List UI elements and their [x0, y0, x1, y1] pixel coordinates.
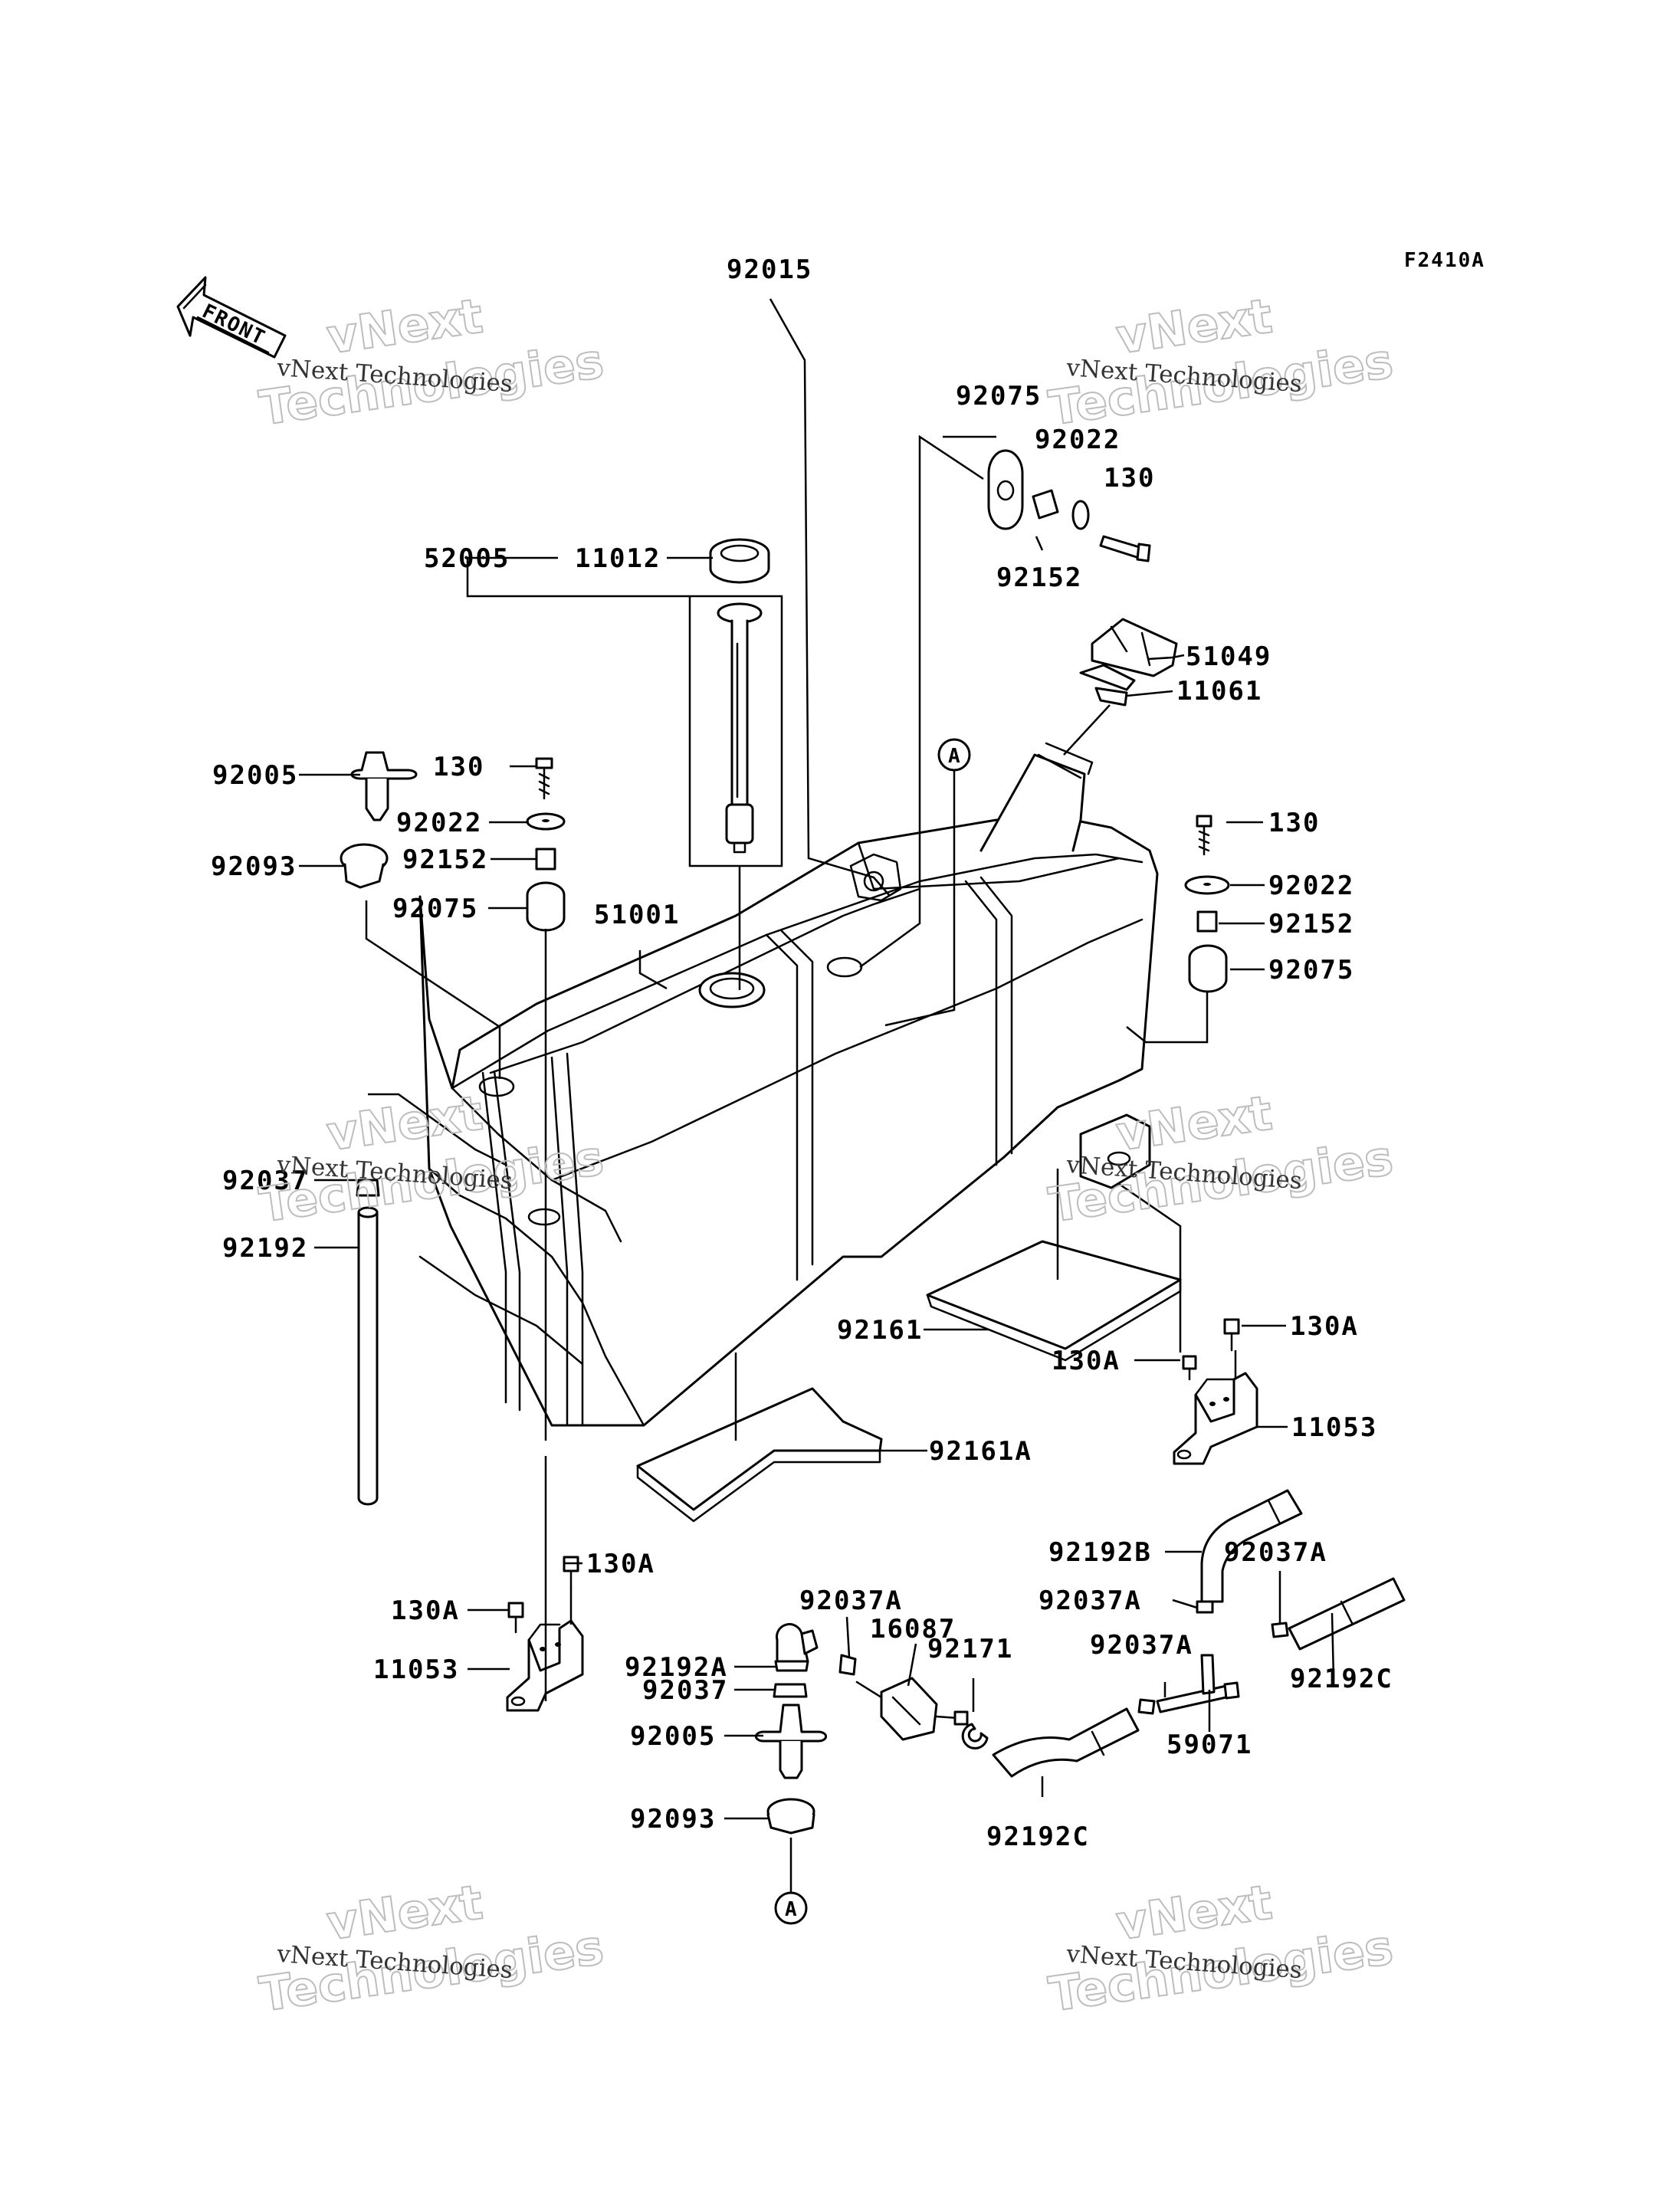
label-92192C-1: 92192C — [1290, 1664, 1393, 1694]
ref-marker-bottom: A — [774, 1891, 808, 1925]
label-130-left: 130 — [433, 752, 484, 782]
label-16087: 16087 — [870, 1614, 956, 1644]
label-92037A-3: 92037A — [1090, 1630, 1193, 1661]
front-mount-parts — [340, 751, 566, 932]
watermark-5: Technologies vNext vNext Technologies — [255, 1873, 608, 2023]
part-labels: 92015 92075 92022 130 92152 51049 11061 … — [211, 254, 1393, 1852]
label-51001: 51001 — [594, 900, 680, 930]
heat-shield-92161A — [636, 1387, 883, 1523]
label-130A-l1: 130A — [391, 1595, 460, 1626]
rear-right-mount-parts — [1184, 815, 1230, 993]
label-92037A-4: 92037A — [1224, 1537, 1327, 1568]
label-92093: 92093 — [211, 851, 297, 882]
label-92192C-2: 92192C — [986, 1822, 1090, 1852]
watermark-6: Technologies vNext vNext Technologies — [1045, 1873, 1397, 2023]
label-11053-left: 11053 — [373, 1654, 459, 1685]
label-130: 130 — [1104, 463, 1155, 494]
label-92161A: 92161A — [929, 1436, 1032, 1467]
label-92093-b: 92093 — [630, 1804, 716, 1835]
leader-lines — [299, 298, 1335, 1893]
front-arrow-icon: FRONT — [176, 276, 287, 359]
label-92075: 92075 — [956, 381, 1042, 412]
hose-92192B — [1200, 1489, 1303, 1603]
label-92005-b: 92005 — [630, 1721, 716, 1752]
fuel-line-assembly — [754, 1577, 1406, 1835]
svg-text:A: A — [948, 745, 962, 768]
label-92037A-2: 92037A — [1039, 1585, 1142, 1616]
fuel-cap-51049 — [1079, 618, 1178, 707]
label-130A-r2: 130A — [1052, 1346, 1121, 1376]
watermark-2: Technologies vNext vNext Technologies — [1045, 287, 1397, 437]
label-130A-l2: 130A — [586, 1549, 655, 1579]
figure-code: F2410A — [1404, 249, 1485, 272]
front-label: FRONT — [199, 300, 269, 350]
label-59071: 59071 — [1166, 1730, 1252, 1760]
label-130-right: 130 — [1268, 808, 1320, 838]
bracket-11053-right — [1173, 1318, 1258, 1465]
label-92161: 92161 — [837, 1315, 923, 1346]
label-11053-right: 11053 — [1291, 1412, 1377, 1443]
label-92152-right: 92152 — [1268, 909, 1354, 939]
label-92075-right: 92075 — [1268, 955, 1354, 985]
label-92015: 92015 — [727, 254, 812, 285]
label-92152: 92152 — [996, 562, 1082, 593]
fuel-tank-51001 — [418, 742, 1159, 1427]
svg-text:A: A — [785, 1898, 799, 1921]
fuel-sender-assembly — [709, 538, 770, 854]
label-92037: 92037 — [222, 1166, 308, 1196]
label-92192A: 92192A — [625, 1652, 728, 1683]
label-52005: 52005 — [424, 543, 510, 574]
label-92171: 92171 — [927, 1634, 1013, 1664]
rear-mount-parts — [987, 449, 1151, 562]
label-130A-r1: 130A — [1290, 1311, 1359, 1342]
label-11012: 11012 — [575, 543, 661, 574]
label-92022: 92022 — [1035, 425, 1121, 455]
label-92075-left: 92075 — [392, 894, 478, 924]
heat-shield-92161 — [926, 1240, 1182, 1362]
label-92037A-1: 92037A — [799, 1585, 903, 1616]
label-11061: 11061 — [1176, 676, 1262, 707]
watermark-1: Technologies vNext vNext Technologies — [255, 287, 608, 437]
vent-hose-92192 — [356, 1179, 380, 1506]
label-92005: 92005 — [212, 760, 298, 791]
label-92152-left: 92152 — [402, 844, 488, 875]
label-51049: 51049 — [1186, 641, 1271, 672]
label-92022-left: 92022 — [396, 808, 482, 838]
label-92192B: 92192B — [1048, 1537, 1152, 1568]
label-92192: 92192 — [222, 1233, 308, 1264]
label-92022-right: 92022 — [1268, 871, 1354, 901]
label-92037-b: 92037 — [642, 1675, 728, 1706]
ref-marker-top: A — [937, 738, 971, 772]
